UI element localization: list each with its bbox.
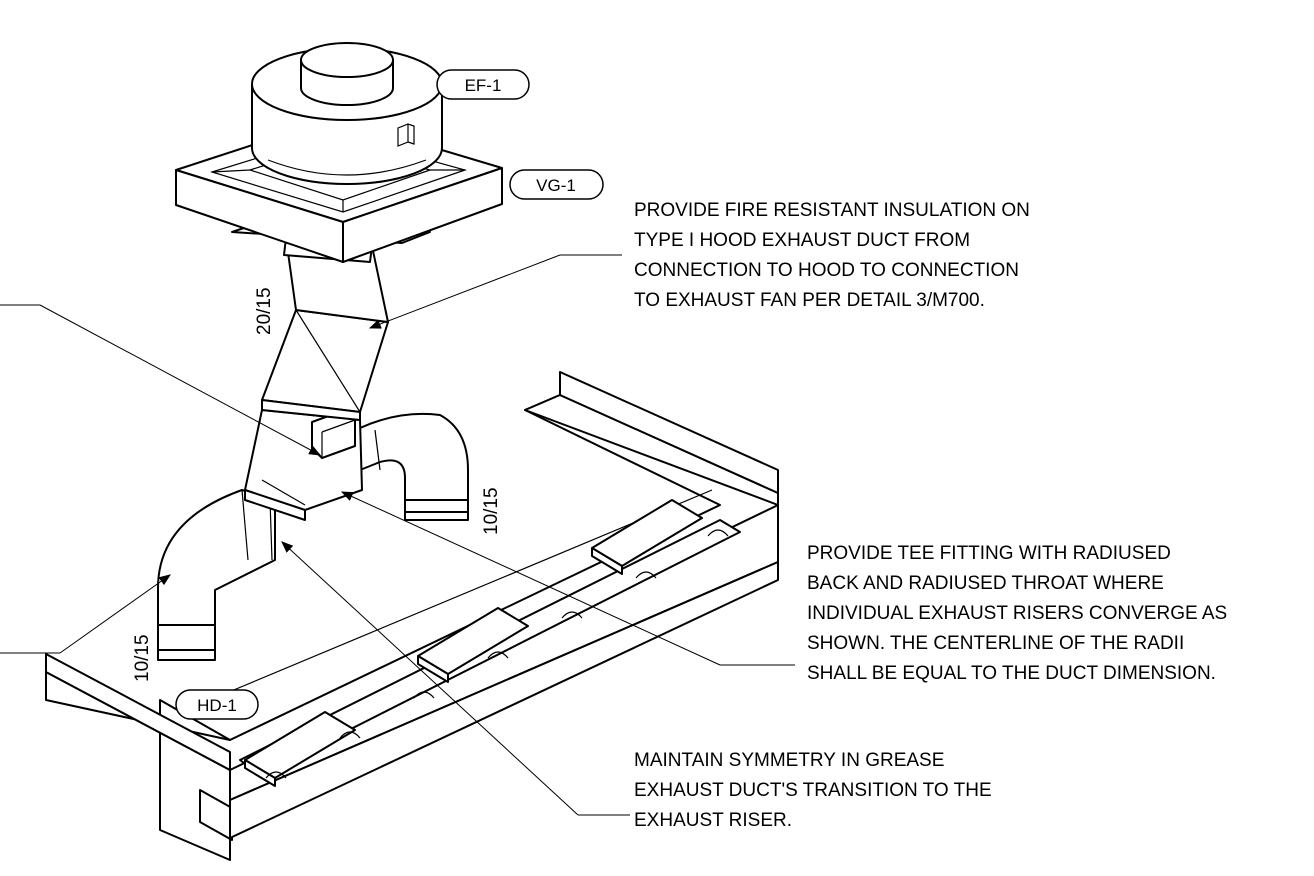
dimension-left-branch: 10/15: [132, 634, 153, 682]
svg-text:EF-1: EF-1: [465, 76, 502, 95]
note-tee-fitting: PROVIDE TEE FITTING WITH RADIUSED BACK A…: [807, 543, 1228, 684]
kitchen-hood: [45, 371, 779, 861]
tag-ef-1: EF-1: [436, 69, 530, 100]
tag-hd-1: HD-1: [175, 689, 259, 720]
note-symmetry: MAINTAIN SYMMETRY IN GREASE EXHAUST DUCT…: [634, 750, 992, 831]
svg-text:VG-1: VG-1: [536, 176, 576, 195]
dimension-riser: 20/15: [254, 287, 275, 335]
svg-text:HD-1: HD-1: [197, 696, 237, 715]
exhaust-fan: [251, 42, 443, 185]
tag-vg-1: VG-1: [509, 169, 604, 200]
dimension-right-branch: 10/15: [481, 487, 502, 535]
note-insulation: PROVIDE FIRE RESISTANT INSULATION ON TYP…: [634, 200, 1030, 311]
grease-exhaust-duct: [157, 221, 469, 661]
